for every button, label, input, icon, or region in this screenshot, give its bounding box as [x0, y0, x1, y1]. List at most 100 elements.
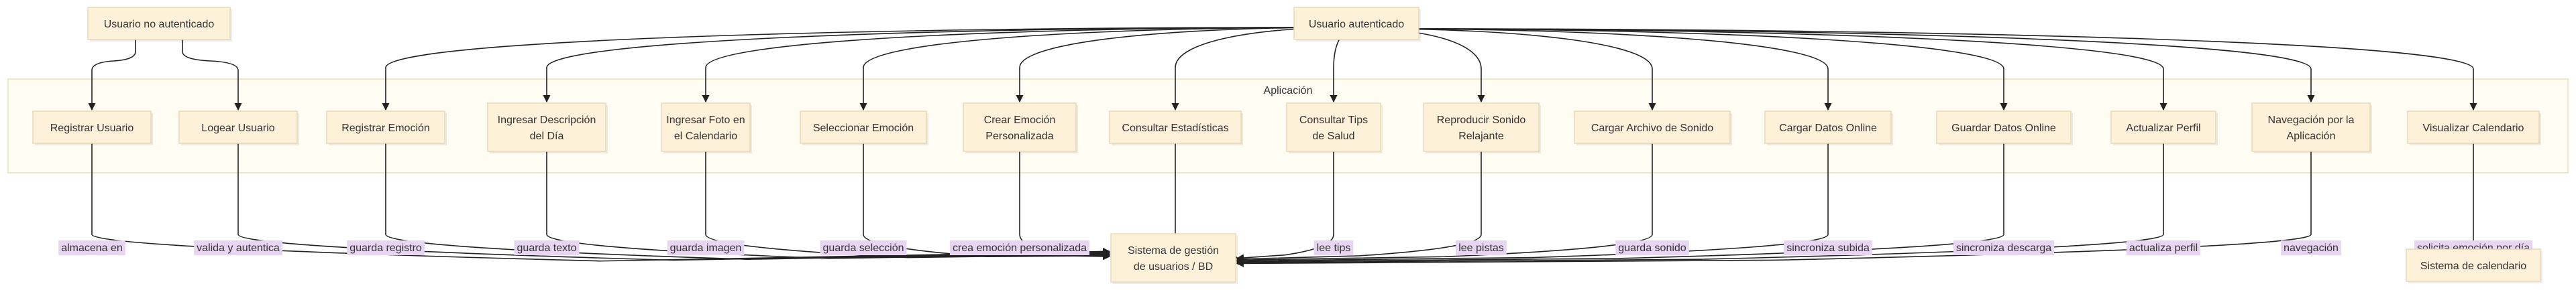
target-calendar: Sistema de calendario [2406, 248, 2542, 283]
edge-to-db-guardar-datos [1236, 143, 2004, 266]
edge-to-db-cargar-datos [1236, 143, 1829, 265]
module-actualizar-perfil: Actualizar Perfil [2110, 111, 2218, 145]
edge-label-bg [1615, 240, 1689, 255]
edge-label-consultar-tips: lee tips [1313, 240, 1354, 255]
target-db-label: Sistema de gestión [1128, 245, 1219, 257]
module-visualizar-calendario: Visualizar Calendario [2407, 111, 2541, 145]
target-db-label: de usuarios / BD [1134, 261, 1213, 273]
edge-auth-cargar-datos [1385, 28, 1832, 111]
module-crear-emocion-label: Crear Emoción [984, 115, 1056, 126]
edge-label-seleccionar-emocion: guarda selección [820, 240, 907, 255]
module-ingresar-descripcion-label: del Día [530, 131, 564, 142]
module-navegacion-label: Navegación por la [2268, 115, 2355, 126]
edge-label-bg [2126, 240, 2201, 255]
edge-label-text: almacena en [61, 242, 123, 254]
edge-label-bg [58, 240, 125, 255]
actor-auth-box [1293, 7, 1419, 40]
edge-label-bg [667, 240, 745, 255]
module-cargar-datos-label: Cargar Datos Online [1779, 123, 1877, 134]
edge-label-text: sincroniza subida [1786, 242, 1870, 254]
module-guardar-datos: Guardar Datos Online [1936, 111, 2073, 145]
edge-to-db-ingresar-descripcion [546, 151, 1111, 259]
edge-label-text: lee tips [1317, 242, 1351, 254]
edge-label-text: guarda registro [350, 242, 422, 254]
edge-label-text: navegación [2284, 242, 2339, 254]
edge-to-db-ingresar-foto [705, 151, 1111, 259]
edge-label-logear-usuario: valida y autentica [194, 240, 282, 255]
module-ingresar-foto: Ingresar Foto en el Calendario [661, 102, 752, 153]
edge-label-reproducir-sonido: lee pistas [1456, 240, 1507, 255]
edge-label-bg [949, 240, 1090, 255]
target-calendar-box [2406, 248, 2541, 282]
edge-auth-seleccionar-emocion [859, 27, 1327, 111]
edge-label-text: guarda selección [823, 242, 904, 254]
edge-label-bg [1456, 240, 1507, 255]
module-ingresar-foto-label: Ingresar Foto en [666, 115, 745, 126]
edge-label-cargar-archivo: guarda sonido [1615, 240, 1689, 255]
edge-label-actualizar-perfil: actualiza perfil [2126, 240, 2201, 255]
module-seleccionar-emocion-label: Seleccionar Emoción [813, 123, 914, 134]
module-ingresar-descripcion-box [487, 102, 606, 152]
module-actualizar-perfil-box [2110, 111, 2216, 144]
module-registrar-usuario-label: Registrar Usuario [50, 123, 134, 134]
module-cargar-archivo-label: Cargar Archivo de Sonido [1591, 123, 1713, 134]
module-registrar-usuario-box [32, 111, 152, 144]
edge-to-db-registrar-emocion [385, 143, 1111, 260]
edge-label-registrar-usuario: almacena en [58, 240, 125, 255]
actor-unauth-label: Usuario no autenticado [104, 19, 215, 30]
edge-label-ingresar-descripcion: guarda texto [514, 240, 580, 255]
edge-unauth-logear-usuario [182, 40, 242, 111]
module-consultar-estadisticas-label: Consultar Estadísticas [1122, 123, 1228, 134]
target-db-box [1110, 233, 1236, 283]
edge-to-db-reproducir-sonido [1236, 151, 1482, 263]
edge-label-text: actualiza perfil [2129, 242, 2198, 254]
module-seleccionar-emocion-box [800, 111, 927, 144]
edge-label-guardar-datos: sincroniza descarga [1953, 240, 2055, 255]
module-visualizar-calendario-label: Visualizar Calendario [2423, 123, 2524, 134]
module-crear-emocion-label: Personalizada [985, 131, 1054, 142]
edge-label-text: guarda imagen [670, 242, 742, 254]
edge-label-text: crea emoción personalizada [953, 242, 1087, 254]
module-navegacion-label: Aplicación [2287, 131, 2336, 142]
module-ingresar-descripcion: Ingresar Descripción del Día [487, 102, 608, 153]
target-calendar-label: Sistema de calendario [2420, 261, 2526, 272]
module-navegacion-box [2251, 102, 2371, 152]
edge-label-bg [514, 240, 580, 255]
edge-label-ingresar-foto: guarda imagen [667, 240, 745, 255]
edge-auth-cargar-archivo [1374, 28, 1656, 111]
module-visualizar-calendario-box [2407, 111, 2540, 144]
edge-auth-visualizar-calendario [1423, 28, 2477, 111]
actor-auth-label: Usuario autenticado [1309, 19, 1404, 30]
module-reproducir-sonido-box [1423, 102, 1540, 152]
module-seleccionar-emocion: Seleccionar Emoción [800, 111, 928, 145]
edge-label-bg [347, 240, 425, 255]
module-cargar-datos-box [1764, 111, 1892, 144]
edge-label-bg [1784, 240, 1872, 255]
module-guardar-datos-box [1936, 111, 2072, 144]
edge-label-bg [1953, 240, 2055, 255]
edge-label-registrar-emocion: guarda registro [347, 240, 425, 255]
edge-label-bg [2281, 240, 2341, 255]
edge-auth-ingresar-descripcion [543, 27, 1308, 103]
edge-label-cargar-datos: sincroniza subida [1784, 240, 1872, 255]
module-ingresar-foto-box [661, 102, 751, 152]
edge-label-crear-emocion: crea emoción personalizada [949, 240, 1090, 255]
module-actualizar-perfil-label: Actualizar Perfil [2126, 123, 2200, 134]
module-registrar-emocion: Registrar Emoción [326, 111, 447, 145]
module-cargar-archivo-box [1574, 111, 1731, 144]
module-consultar-tips-label: Consultar Tips [1299, 115, 1368, 126]
module-cargar-datos: Cargar Datos Online [1764, 111, 1893, 145]
module-registrar-usuario: Registrar Usuario [32, 111, 153, 145]
edge-label-text: sincroniza descarga [1956, 242, 2051, 254]
module-registrar-emocion-box [326, 111, 445, 144]
actor-unauth: Usuario no autenticado [87, 7, 232, 42]
module-navegacion: Navegación por la Aplicación [2251, 102, 2372, 153]
module-consultar-tips-box [1286, 102, 1381, 152]
module-registrar-emocion-label: Registrar Emoción [341, 123, 430, 134]
edge-label-text: guarda texto [517, 242, 577, 254]
edge-label-bg [194, 240, 282, 255]
module-ingresar-foto-label: el Calendario [674, 131, 737, 142]
module-logear-usuario: Logear Usuario [178, 111, 299, 145]
module-ingresar-descripcion-label: Ingresar Descripción [498, 115, 596, 126]
